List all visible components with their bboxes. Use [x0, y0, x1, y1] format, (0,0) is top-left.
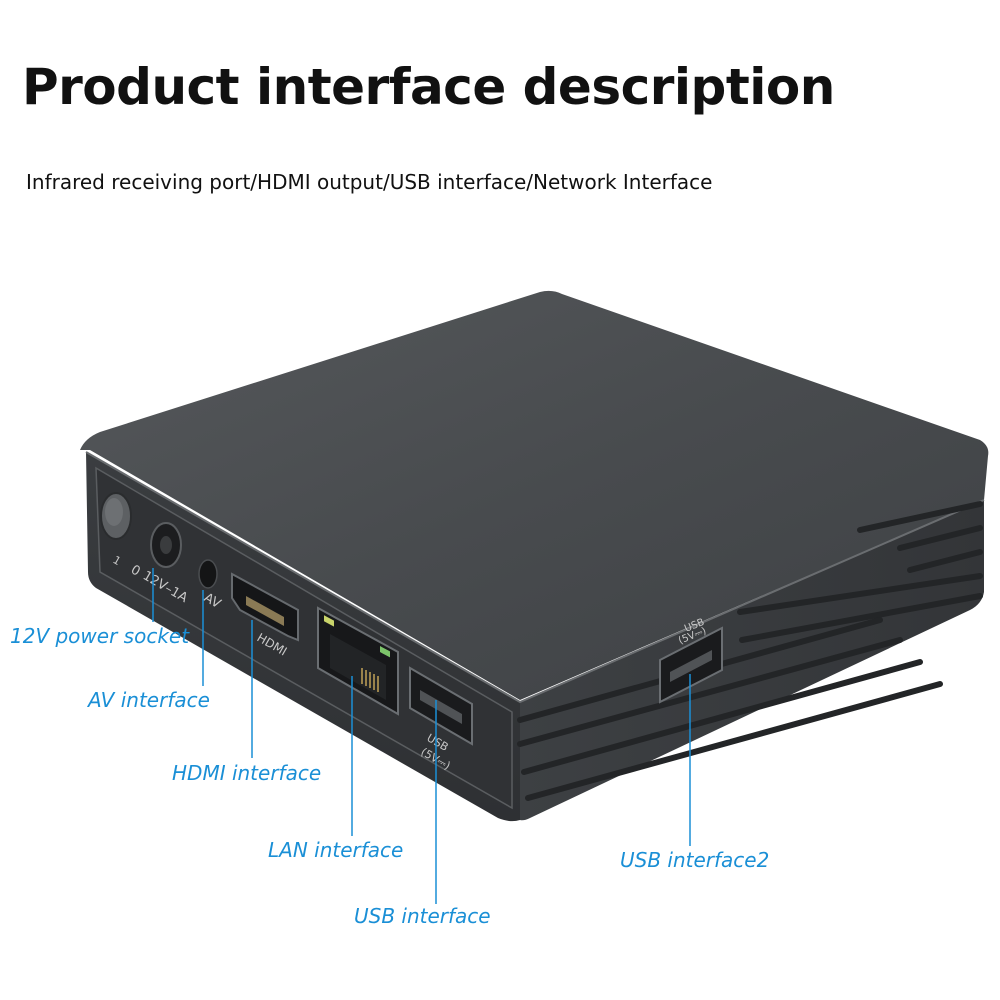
callout-usb-interface: USB interface	[354, 904, 491, 928]
page-subtitle: Infrared receiving port/HDMI output/USB …	[26, 170, 713, 194]
av-label: AV	[201, 590, 223, 612]
box-top-face	[80, 290, 989, 700]
page-title: Product interface description	[22, 58, 835, 116]
leader-lines	[152, 568, 691, 904]
callout-av-interface: AV interface	[88, 688, 210, 712]
callout-usb-interface2: USB interface2	[620, 848, 770, 872]
callout-power-socket: 12V power socket	[10, 624, 190, 648]
side-vents	[517, 501, 983, 801]
port-panel	[95, 466, 513, 810]
av-jack	[198, 559, 218, 589]
callout-lan-interface: LAN interface	[268, 838, 404, 862]
callout-hdmi-interface: HDMI interface	[172, 761, 322, 785]
